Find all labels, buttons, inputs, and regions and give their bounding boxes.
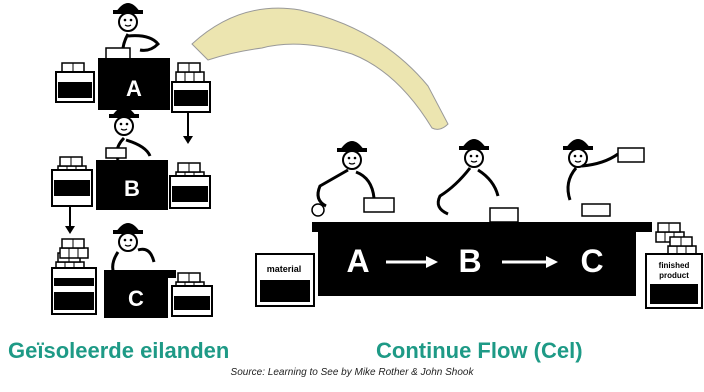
flow-label-a: A: [346, 243, 369, 279]
isolated-station-b: B: [52, 107, 210, 234]
station-b-label: B: [124, 176, 140, 201]
flow-label-b: B: [458, 243, 481, 279]
station-c-label: C: [128, 286, 144, 311]
flow-label-c: C: [580, 243, 603, 279]
finished-label-1: finished: [659, 261, 690, 270]
finished-product-bin: finished product: [646, 223, 702, 308]
caption-isolated-islands: Geïsoleerde eilanden: [8, 338, 229, 364]
paper-flow-arc: [192, 8, 448, 129]
material-label: material: [267, 264, 302, 274]
flow-cell: A B C material finished product: [256, 139, 702, 308]
caption-continuous-flow: Continue Flow (Cel): [376, 338, 583, 364]
material-bin: material: [256, 254, 314, 306]
finished-label-2: product: [659, 271, 689, 280]
station-a-label: A: [126, 76, 142, 101]
source-credit: Source: Learning to See by Mike Rother &…: [0, 367, 704, 378]
isolated-station-c: C: [52, 223, 212, 318]
